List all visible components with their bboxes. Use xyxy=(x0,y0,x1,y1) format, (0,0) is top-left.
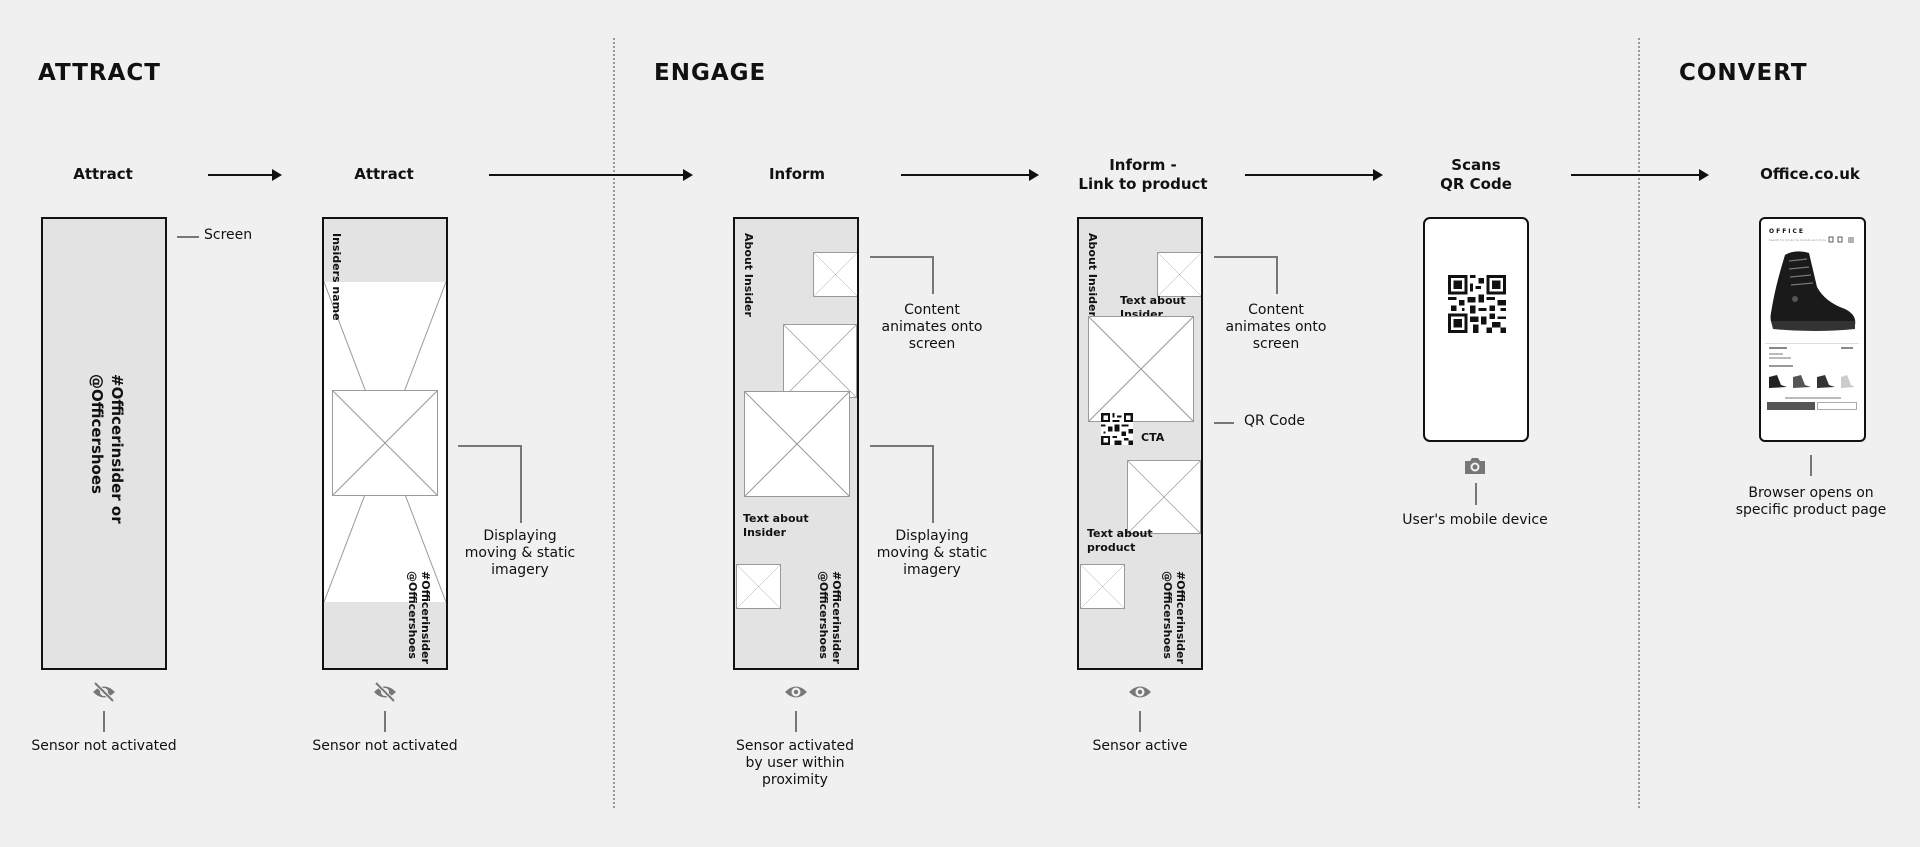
annotation-leader xyxy=(870,256,933,258)
annotation-qr-code: QR Code xyxy=(1244,413,1306,429)
text-line xyxy=(1769,357,1791,359)
colour-swatches[interactable] xyxy=(1767,371,1857,391)
cta-label: CTA xyxy=(1141,431,1165,444)
product-price-line xyxy=(1841,347,1853,349)
text-line xyxy=(1769,353,1783,355)
caption-mobile-device: User's mobile device xyxy=(1402,512,1548,528)
search-input[interactable]: Search for products, brands and more xyxy=(1769,238,1827,242)
image-placeholder xyxy=(813,252,857,297)
mobile-device xyxy=(1423,217,1529,442)
flow-arrow xyxy=(208,169,282,181)
product-name-line xyxy=(1769,347,1787,349)
step-title-inform-link: Inform - Link to product xyxy=(1078,156,1208,193)
insiders-name-label: Insiders name xyxy=(330,233,343,321)
qr-code xyxy=(1448,275,1506,333)
camera-icon xyxy=(1463,456,1487,476)
annotation-leader xyxy=(1276,256,1278,294)
product-shoe-image xyxy=(1765,247,1859,339)
text-line xyxy=(1769,365,1793,367)
annotation-leader xyxy=(1214,422,1234,424)
screen-hashtag: #Officerinsider@Officershoes xyxy=(406,571,432,664)
image-placeholder xyxy=(736,564,781,609)
divider xyxy=(1765,343,1859,344)
header-icons xyxy=(1828,228,1856,243)
flow-arrow xyxy=(901,169,1039,181)
screen-attract-2: Insiders name #Officerinsider@Officersho… xyxy=(322,217,448,670)
browser-phone: OFFICE Search for products, brands and m… xyxy=(1759,217,1866,442)
screen-attract-1: #Officerinsider or@Officershoes xyxy=(41,217,167,670)
about-insider-label: About Insider xyxy=(1086,233,1099,317)
screen-hashtag: #Officerinsider@Officershoes xyxy=(1161,571,1187,664)
screen-hashtag: #Officerinsider@Officershoes xyxy=(817,571,843,664)
step-title-scans-qr: Scans QR Code xyxy=(1440,156,1512,193)
caption-leader xyxy=(795,711,797,732)
phase-divider xyxy=(1638,38,1640,808)
flow-arrow xyxy=(489,169,693,181)
caption-leader xyxy=(1139,711,1141,732)
add-to-bag-button[interactable] xyxy=(1767,402,1815,410)
step-title-attract-1: Attract xyxy=(73,165,133,183)
caption-sensor-active: Sensor active xyxy=(1092,738,1188,754)
text-line xyxy=(1785,397,1841,399)
caption-leader xyxy=(1475,483,1477,505)
image-placeholder xyxy=(1088,316,1194,422)
caption-leader xyxy=(103,711,105,732)
eye-icon xyxy=(1127,682,1153,702)
phase-title-convert: CONVERT xyxy=(1679,60,1808,86)
caption-sensor-not-activated: Sensor not activated xyxy=(31,738,177,754)
wishlist-button[interactable] xyxy=(1817,402,1857,410)
eye-off-icon xyxy=(372,681,398,703)
annotation-leader xyxy=(458,445,521,447)
image-placeholder xyxy=(744,391,850,497)
annotation-leader xyxy=(177,236,199,238)
step-title-office: Office.co.uk xyxy=(1760,165,1860,183)
image-placeholder xyxy=(332,390,438,496)
phase-divider xyxy=(613,38,615,808)
about-insider-label: About Insider xyxy=(742,233,755,317)
flow-arrow xyxy=(1571,169,1709,181)
eye-off-icon xyxy=(91,681,117,703)
office-logo: OFFICE xyxy=(1769,228,1806,235)
annotation-leader xyxy=(870,445,933,447)
caption-sensor-not-activated: Sensor not activated xyxy=(312,738,458,754)
annotation-leader xyxy=(932,445,934,523)
caption-leader xyxy=(1810,455,1812,476)
image-placeholder xyxy=(1080,564,1125,609)
step-title-inform: Inform xyxy=(768,165,826,183)
annotation-screen: Screen xyxy=(204,227,253,243)
phase-title-attract: ATTRACT xyxy=(38,60,161,86)
image-placeholder xyxy=(1127,460,1201,534)
screen-hashtag: #Officerinsider or@Officershoes xyxy=(88,374,126,524)
phase-title-engage: ENGAGE xyxy=(654,60,767,86)
annotation-leader xyxy=(932,256,934,294)
flow-arrow xyxy=(1245,169,1383,181)
image-placeholder xyxy=(783,324,857,398)
caption-leader xyxy=(384,711,386,732)
step-title-attract-2: Attract xyxy=(354,165,414,183)
qr-code-small xyxy=(1101,413,1133,445)
annotation-leader xyxy=(520,445,522,523)
eye-icon xyxy=(783,682,809,702)
image-placeholder xyxy=(1157,252,1201,297)
annotation-leader xyxy=(1214,256,1277,258)
